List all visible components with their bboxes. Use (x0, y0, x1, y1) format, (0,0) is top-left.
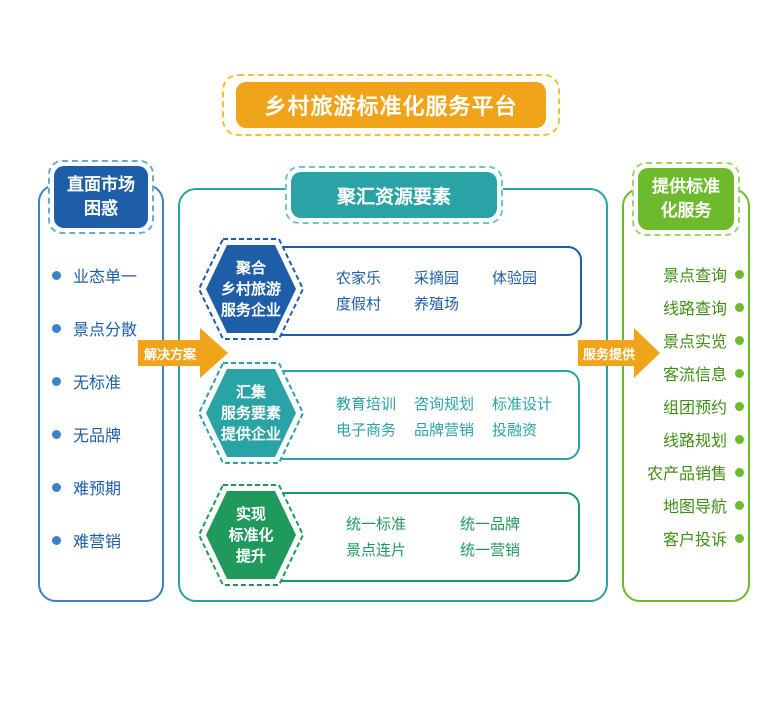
bullet-icon (52, 376, 61, 386)
left-item: 难预期 (52, 476, 162, 498)
bullet-icon (735, 533, 744, 543)
row-item: 统一营销 (460, 541, 521, 559)
bullet-icon (52, 535, 61, 545)
row-item: 品牌营销 (414, 421, 475, 439)
bullet-icon (735, 335, 744, 345)
left-item: 景点分散 (52, 317, 162, 339)
hexagon-aggregate-label: 聚合 乡村旅游 服务企业 (220, 258, 281, 319)
page-title: 乡村旅游标准化服务平台 (236, 82, 546, 128)
right-item: 景点实览 (628, 329, 744, 351)
row-item: 统一品牌 (460, 515, 521, 533)
row-item: 标准设计 (492, 395, 553, 413)
arrow-solution (138, 328, 228, 378)
left-item-label: 无品牌 (73, 426, 122, 445)
right-item: 景点查询 (628, 263, 744, 285)
left-heading-text: 直面市场 困惑 (67, 175, 135, 219)
right-item: 农产品销售 (628, 461, 744, 483)
right-item: 线路规划 (628, 428, 744, 450)
bullet-icon (735, 401, 744, 411)
hexagon-gather (197, 362, 305, 464)
bullet-icon (52, 270, 61, 280)
left-item-label: 难预期 (73, 479, 122, 498)
right-item-label: 组团预约 (662, 398, 727, 417)
title-frame (222, 74, 560, 136)
row-item: 统一标准 (346, 515, 407, 533)
left-item: 无标准 (52, 370, 162, 392)
left-item: 无品牌 (52, 423, 162, 445)
hexagon-standardize-label: 实现 标准化 提升 (228, 504, 274, 565)
right-item-label: 景点实览 (662, 332, 727, 351)
right-heading-text: 提供标准 化服务 (652, 177, 720, 221)
hexagon-standardize (197, 484, 305, 586)
bullet-icon (735, 269, 744, 279)
bullet-icon (735, 368, 744, 378)
bullet-icon (52, 429, 61, 439)
left-item: 难营销 (52, 529, 162, 551)
right-item: 地图导航 (628, 494, 744, 516)
left-item-label: 无标准 (73, 373, 122, 392)
row-item: 教育培训 (336, 395, 397, 413)
hexagon-gather-label: 汇集 服务要素 提供企业 (220, 382, 281, 443)
right-item: 客户投诉 (628, 527, 744, 549)
left-item-label: 业态单一 (73, 267, 138, 286)
bullet-icon (735, 434, 744, 444)
row-item: 景点连片 (346, 541, 407, 559)
left-heading: 直面市场 困惑 (54, 166, 148, 228)
right-item-label: 农产品销售 (646, 464, 727, 483)
left-item-label: 景点分散 (73, 320, 138, 339)
bullet-icon (735, 500, 744, 510)
arrow-service-label: 服务提供 (583, 348, 636, 363)
hexagon-aggregate (197, 238, 305, 340)
middle-heading: 聚汇资源要素 (291, 172, 497, 218)
right-item-label: 客流信息 (662, 365, 727, 384)
right-item-label: 客户投诉 (662, 530, 727, 549)
right-item: 客流信息 (628, 362, 744, 384)
bullet-icon (52, 323, 61, 333)
row-item: 电子商务 (336, 421, 397, 439)
bullet-icon (52, 482, 61, 492)
bullet-icon (735, 302, 744, 312)
right-item-label: 线路查询 (662, 299, 727, 318)
right-item: 组团预约 (628, 395, 744, 417)
right-item: 线路查询 (628, 296, 744, 318)
row-item: 采摘园 (414, 269, 460, 287)
row-item: 体验园 (492, 269, 538, 287)
row-item: 农家乐 (336, 269, 382, 287)
row-item: 咨询规划 (414, 395, 475, 413)
arrow-service (578, 328, 660, 378)
bullet-icon (735, 467, 744, 477)
row-item: 投融资 (492, 421, 538, 439)
left-item: 业态单一 (52, 264, 162, 286)
row-item: 养殖场 (414, 295, 460, 313)
right-heading: 提供标准 化服务 (638, 168, 734, 230)
right-item-label: 地图导航 (662, 497, 727, 516)
arrow-solution-label: 解决方案 (144, 348, 197, 363)
right-item-label: 景点查询 (662, 266, 727, 285)
left-item-label: 难营销 (73, 532, 122, 551)
row-item: 度假村 (336, 295, 382, 313)
right-item-label: 线路规划 (662, 431, 727, 450)
